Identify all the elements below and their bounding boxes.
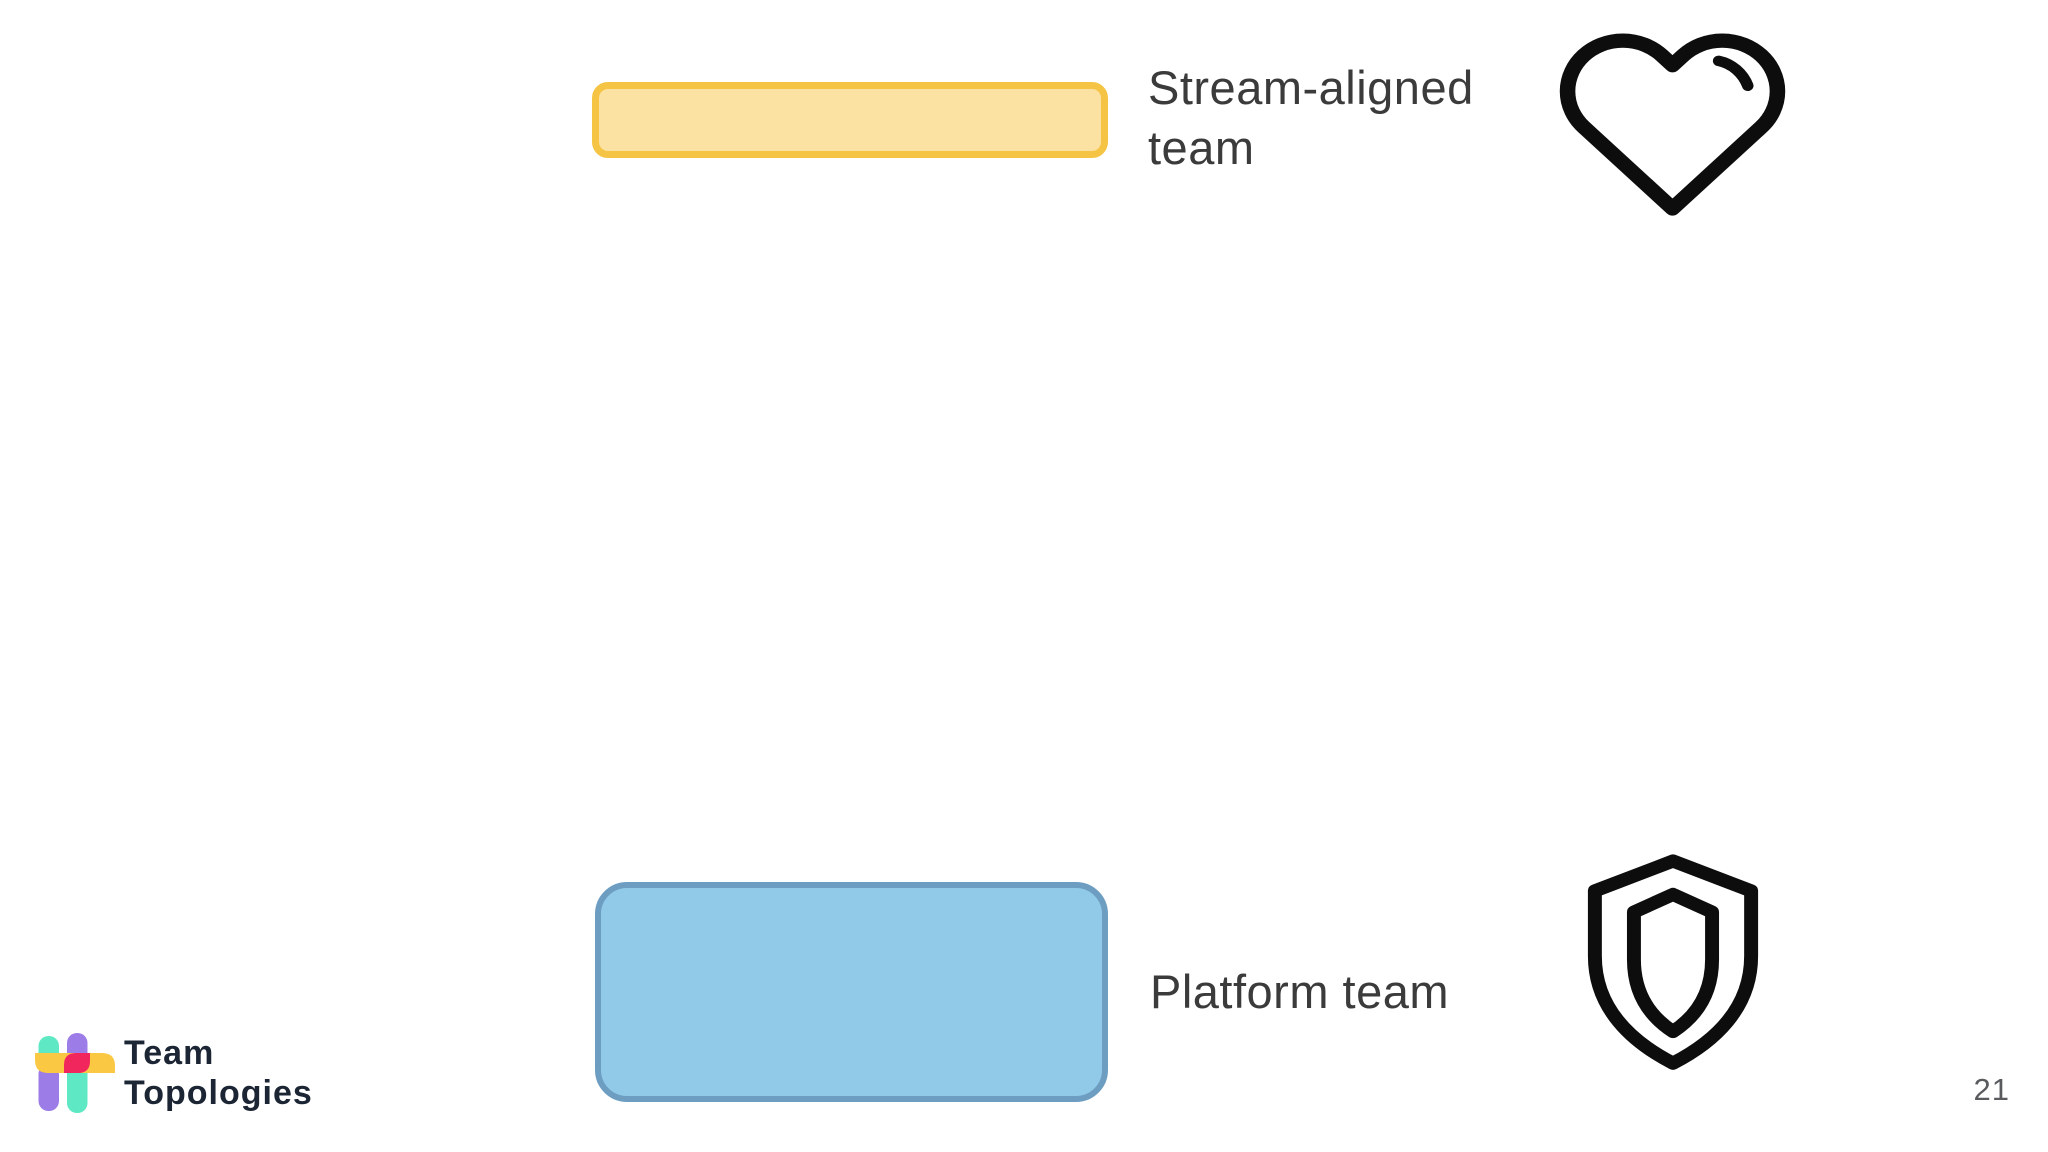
- logo-text-line1: Team: [124, 1034, 215, 1072]
- page-number: 21: [1973, 1072, 2010, 1107]
- team-topologies-logo-text: Team Topologies: [124, 1033, 313, 1113]
- stream-aligned-team-label-line1: Stream-aligned: [1148, 61, 1474, 114]
- heart-icon: [1559, 33, 1786, 216]
- stream-aligned-team-shape: [592, 82, 1108, 158]
- team-topologies-logo-mark-icon: [35, 1033, 115, 1113]
- shield-icon: [1587, 854, 1759, 1070]
- platform-team-shape: [595, 882, 1108, 1102]
- logo-text-line2: Topologies: [124, 1074, 313, 1112]
- stream-aligned-team-label: Stream-aligned team: [1148, 58, 1474, 178]
- platform-team-label-line1: Platform team: [1150, 965, 1450, 1018]
- platform-team-label: Platform team: [1150, 962, 1449, 1022]
- stream-aligned-team-label-line2: team: [1148, 121, 1255, 174]
